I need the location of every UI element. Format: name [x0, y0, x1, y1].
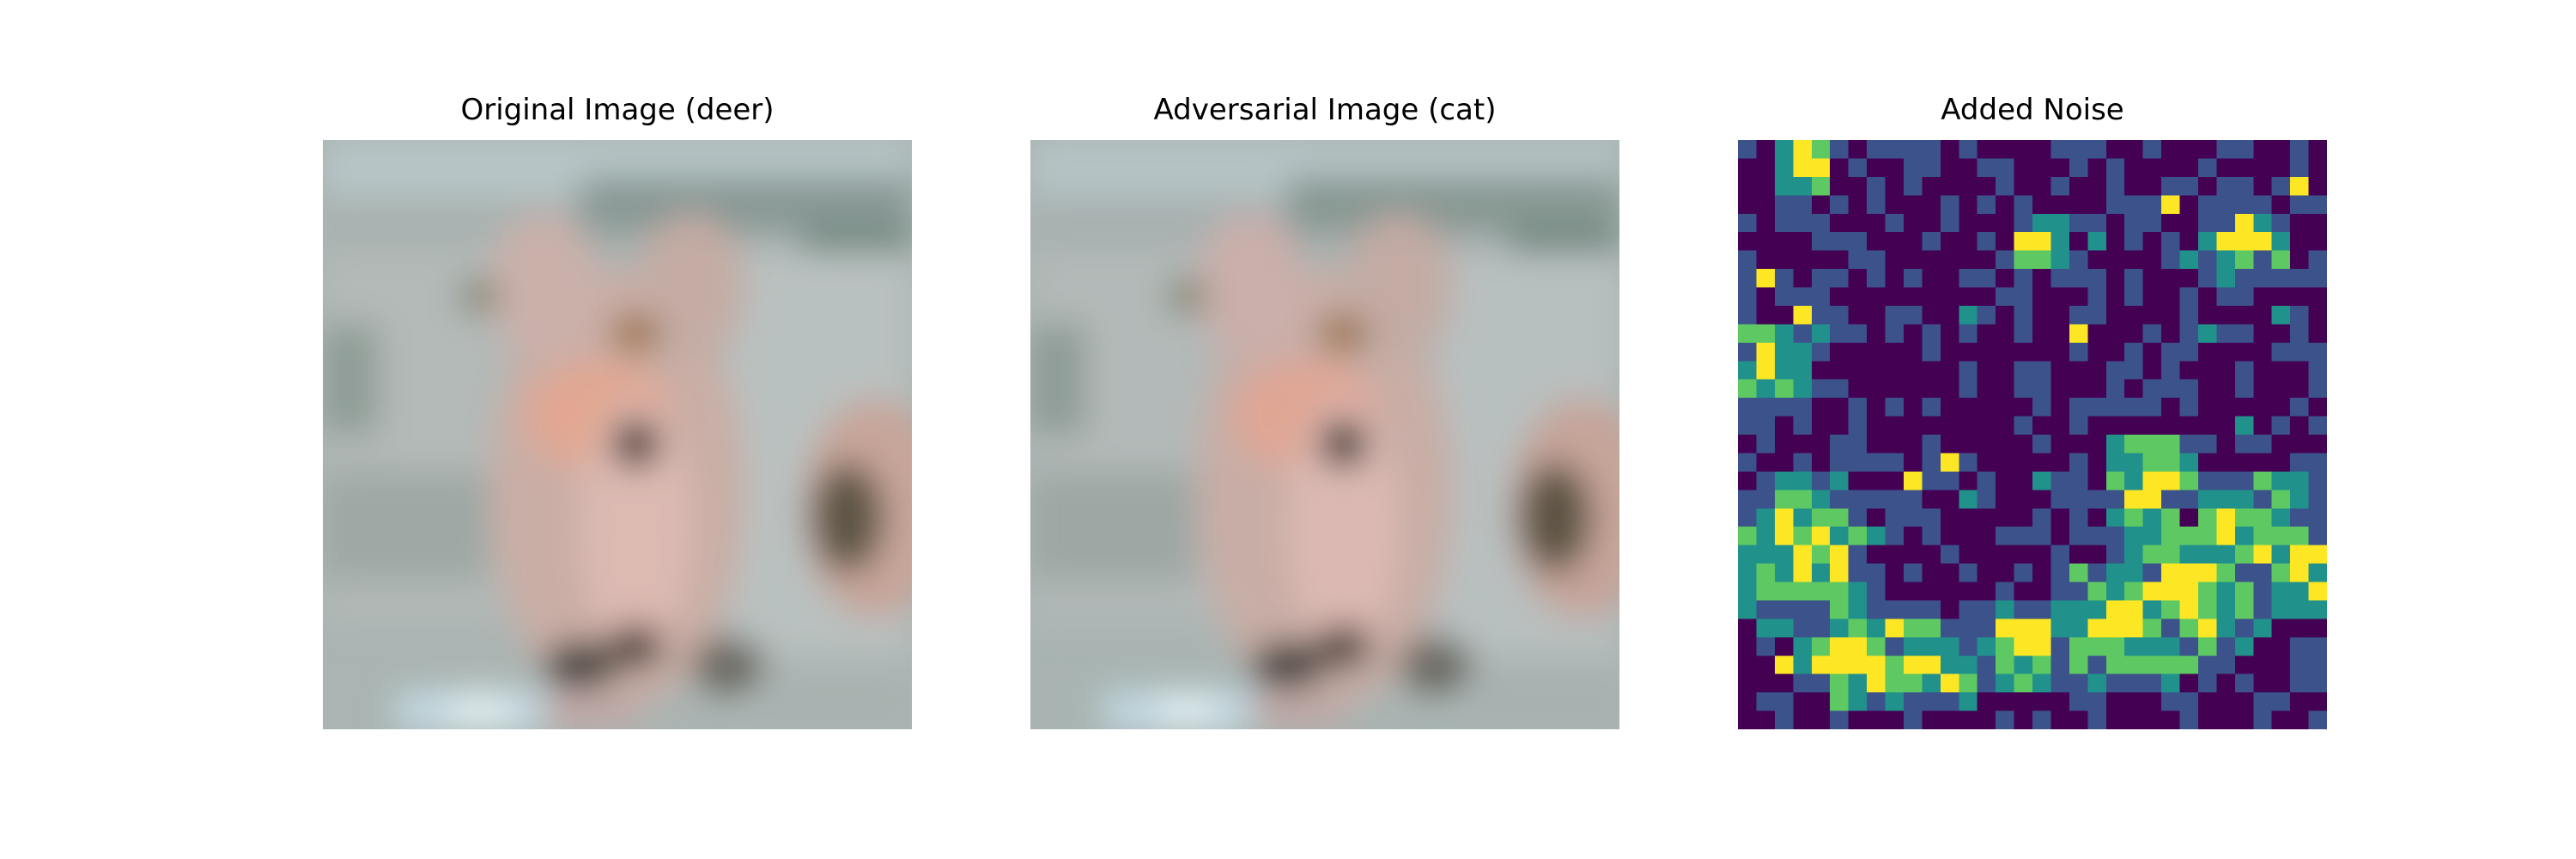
original-deer-pixels	[323, 140, 912, 729]
adversarial-deer-pixels	[1030, 140, 1619, 729]
noise-title: Added Noise	[1941, 93, 2124, 127]
noise-pixel-grid	[1738, 140, 2327, 729]
adversarial-image	[1030, 140, 1619, 729]
adversarial-image-title: Adversarial Image (cat)	[1153, 93, 1497, 127]
original-image-title: Original Image (deer)	[460, 93, 775, 127]
noise-heatmap	[1738, 140, 2327, 729]
original-image	[323, 140, 912, 729]
